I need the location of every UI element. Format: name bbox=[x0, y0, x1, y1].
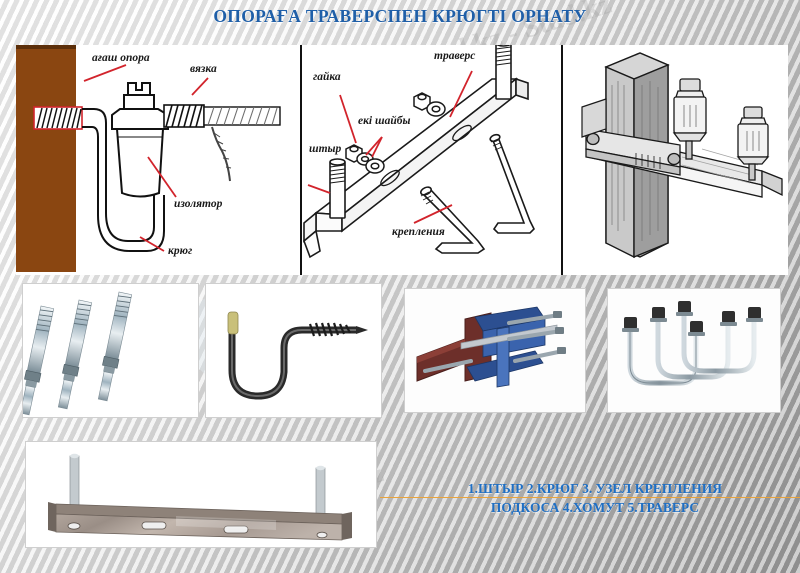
caption-legend: 1.ШТЫР 2.КРЮГ 3. УЗЕЛ КРЕПЛЕНИЯ ПОДКОСА … bbox=[395, 479, 795, 517]
saddle-plate bbox=[581, 98, 607, 138]
clamp-band-hatch bbox=[635, 153, 661, 169]
caption-line-1: 1.ШТЫР 2.КРЮГ 3. УЗЕЛ КРЕПЛЕНИЯ bbox=[467, 481, 723, 496]
label-vyazka: вязка bbox=[190, 63, 217, 75]
brace-rod-front bbox=[420, 186, 486, 254]
pin-near bbox=[329, 158, 346, 219]
panel-divider-2 bbox=[561, 45, 563, 275]
washer-upper bbox=[426, 101, 446, 117]
label-shtyr: штыр bbox=[309, 143, 342, 155]
leader-lines bbox=[307, 70, 473, 224]
label-kryug: крюг bbox=[168, 245, 193, 257]
leader-lines bbox=[83, 64, 209, 252]
label-gayka: гайка bbox=[313, 71, 341, 83]
traverse-slots bbox=[380, 124, 472, 187]
caption-accent-rule bbox=[380, 497, 800, 498]
photo-travers-bar bbox=[25, 441, 377, 548]
clamp-band bbox=[585, 128, 681, 176]
insulator-body bbox=[111, 82, 169, 198]
hook-thread-in-pole bbox=[33, 106, 83, 130]
traverse-angle-steel bbox=[303, 77, 529, 259]
page-title: ОПОРАҒА ТРАВЕРСПЕН КРЮГТІ ОРНАТУ bbox=[213, 6, 587, 26]
conductor-and-tie bbox=[163, 104, 281, 182]
insulator-1 bbox=[672, 78, 708, 160]
photo-podkos-assembly bbox=[404, 288, 586, 413]
diagram-right-assembly bbox=[562, 45, 788, 275]
caption-line-2: ПОДКОСА 4.ХОМУТ 5.ТРАВЕРС bbox=[490, 500, 700, 515]
photo-kryug-hook bbox=[205, 283, 382, 418]
pin-far bbox=[495, 45, 512, 100]
insulator-2 bbox=[736, 106, 770, 181]
label-izolyator: изолятор bbox=[174, 198, 223, 210]
photo-shtyr-pins bbox=[22, 283, 199, 418]
top-diagram-strip: ағаш опора вязка изолятор крюг bbox=[16, 45, 788, 275]
label-agash-opora: ағаш опора bbox=[92, 52, 150, 64]
photo-homut-ubolts bbox=[607, 288, 781, 413]
brace-rod-back bbox=[489, 133, 535, 234]
wooden-pole-body bbox=[16, 49, 76, 272]
hook-crook-body bbox=[82, 108, 165, 252]
label-krepleniya: крепления bbox=[392, 226, 445, 238]
label-travers: траверс bbox=[434, 50, 476, 62]
diagram-left-pole-insulator: ағаш опора вязка изолятор крюг bbox=[16, 45, 300, 275]
panel-divider-1 bbox=[300, 45, 302, 275]
label-eki-shajby: екі шайбы bbox=[358, 115, 411, 127]
washer-near-2 bbox=[365, 158, 385, 174]
pole-top-edge bbox=[16, 45, 76, 49]
diagram-middle-traverse-exploded: гайка екі шайбы штыр траверс крепления bbox=[302, 45, 560, 275]
